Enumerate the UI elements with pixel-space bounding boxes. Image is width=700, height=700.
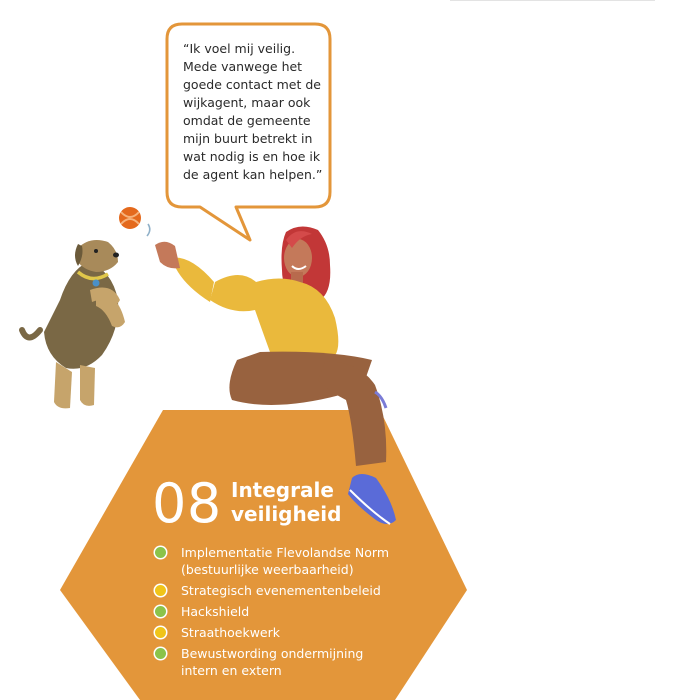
section-title-line: veiligheid [231,502,342,526]
top-divider-line [450,0,655,1]
item-label: Straathoekwerk [181,624,389,641]
quote-line: de agent kan helpen.” [183,167,323,182]
section-title-line: Integrale [231,478,334,502]
item-label: Bewustwording ondermijning intern en ext… [181,645,389,679]
list-item: Implementatie Flevolandse Norm (bestuurl… [155,544,389,578]
section-title: Integrale veiligheid [231,478,341,526]
woman-icon [155,226,396,525]
list-item: Bewustwording ondermijning intern en ext… [155,645,389,679]
status-dot-icon [155,648,166,659]
list-item: Straathoekwerk [155,624,389,641]
list-item: Strategisch evenementenbeleid [155,582,389,599]
ball-icon [119,207,151,237]
item-label-line: Hackshield [181,604,250,619]
status-dot-icon [155,547,166,558]
quote-line: Mede vanwege het [183,59,303,74]
item-label-line: intern en extern [181,663,282,678]
list-item: Hackshield [155,603,389,620]
quote-line: goede contact met de [183,77,321,92]
item-label-line: Bewustwording ondermijning [181,646,364,661]
quote-line: omdat de gemeente [183,113,311,128]
status-dot-icon [155,606,166,617]
quote-text: “Ik voel mij veilig. Mede vanwege het go… [183,40,343,184]
item-label-line: Implementatie Flevolandse Norm [181,545,390,560]
quote-line: wijkagent, maar ook [183,95,311,110]
quote-line: wat nodig is en hoe ik [183,149,321,164]
item-label: Implementatie Flevolandse Norm (bestuurl… [181,544,389,578]
section-number: 08 [152,472,222,535]
item-label-line: Strategisch evenementenbeleid [181,583,381,598]
dog-icon [19,240,125,409]
quote-line: “Ik voel mij veilig. [183,41,296,56]
item-label: Hackshield [181,603,389,620]
status-dot-icon [155,585,166,596]
item-label-line: (bestuurlijke weerbaarheid) [181,562,354,577]
item-label: Strategisch evenementenbeleid [181,582,389,599]
speech-bubble [165,22,332,242]
quote-line: mijn buurt betrekt in [183,131,313,146]
item-list: Implementatie Flevolandse Norm (bestuurl… [155,544,389,683]
item-label-line: Straathoekwerk [181,625,280,640]
status-dot-icon [155,627,166,638]
